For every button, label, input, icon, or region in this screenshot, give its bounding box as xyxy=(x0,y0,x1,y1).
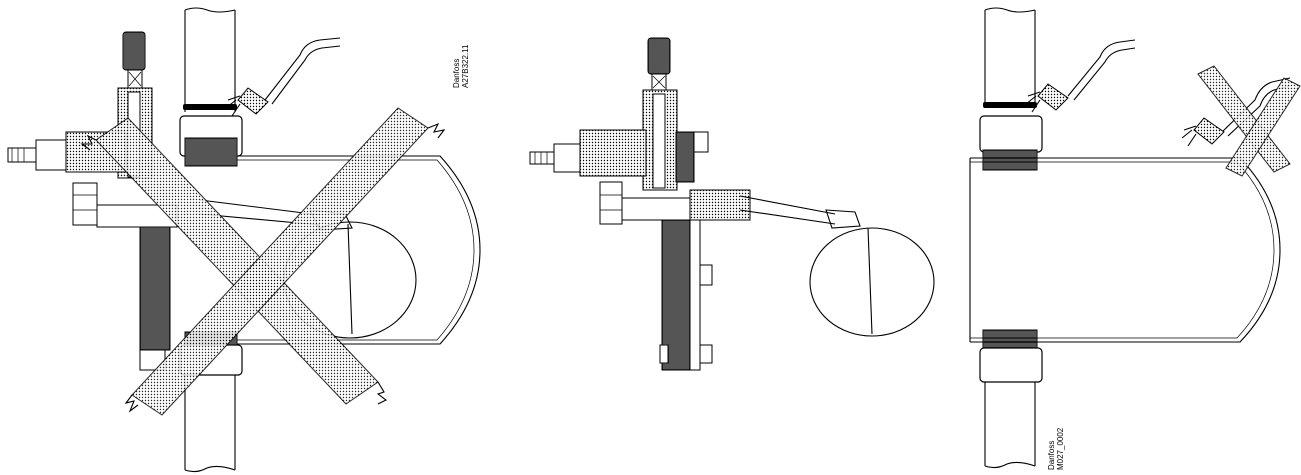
welding-torch-icon xyxy=(225,37,341,117)
panel-middle-valve-assembly xyxy=(529,37,935,371)
welding-torch-icon xyxy=(1181,77,1291,147)
vertical-pipe-bottom xyxy=(979,329,1043,469)
brand-label: Danfoss xyxy=(1047,440,1056,470)
panel-right-vessel xyxy=(969,7,1301,469)
flange-body xyxy=(599,131,713,371)
cross-out-icon xyxy=(1197,65,1301,177)
drawing-reference-top: Danfoss A27B322.11 xyxy=(452,45,470,88)
drawing-reference-bottom: Danfoss M027_0002 xyxy=(1047,428,1065,470)
drawing-code: A27B322.11 xyxy=(461,44,470,88)
welding-torch-icon xyxy=(1025,39,1136,113)
cross-out-icon xyxy=(80,107,446,416)
panel-left-wrong-method xyxy=(7,7,481,473)
drawing-code: M027_0002 xyxy=(1056,427,1065,470)
brand-label: Danfoss xyxy=(452,58,461,88)
valve-cap xyxy=(642,37,678,191)
vertical-pipe-top xyxy=(179,7,243,167)
vessel-shell xyxy=(970,157,1281,343)
side-connector xyxy=(7,131,127,173)
side-connector xyxy=(529,129,647,177)
flange-body xyxy=(72,182,178,371)
vessel-shell xyxy=(237,155,481,345)
vertical-pipe-top xyxy=(979,7,1043,171)
float-assembly xyxy=(689,189,935,337)
